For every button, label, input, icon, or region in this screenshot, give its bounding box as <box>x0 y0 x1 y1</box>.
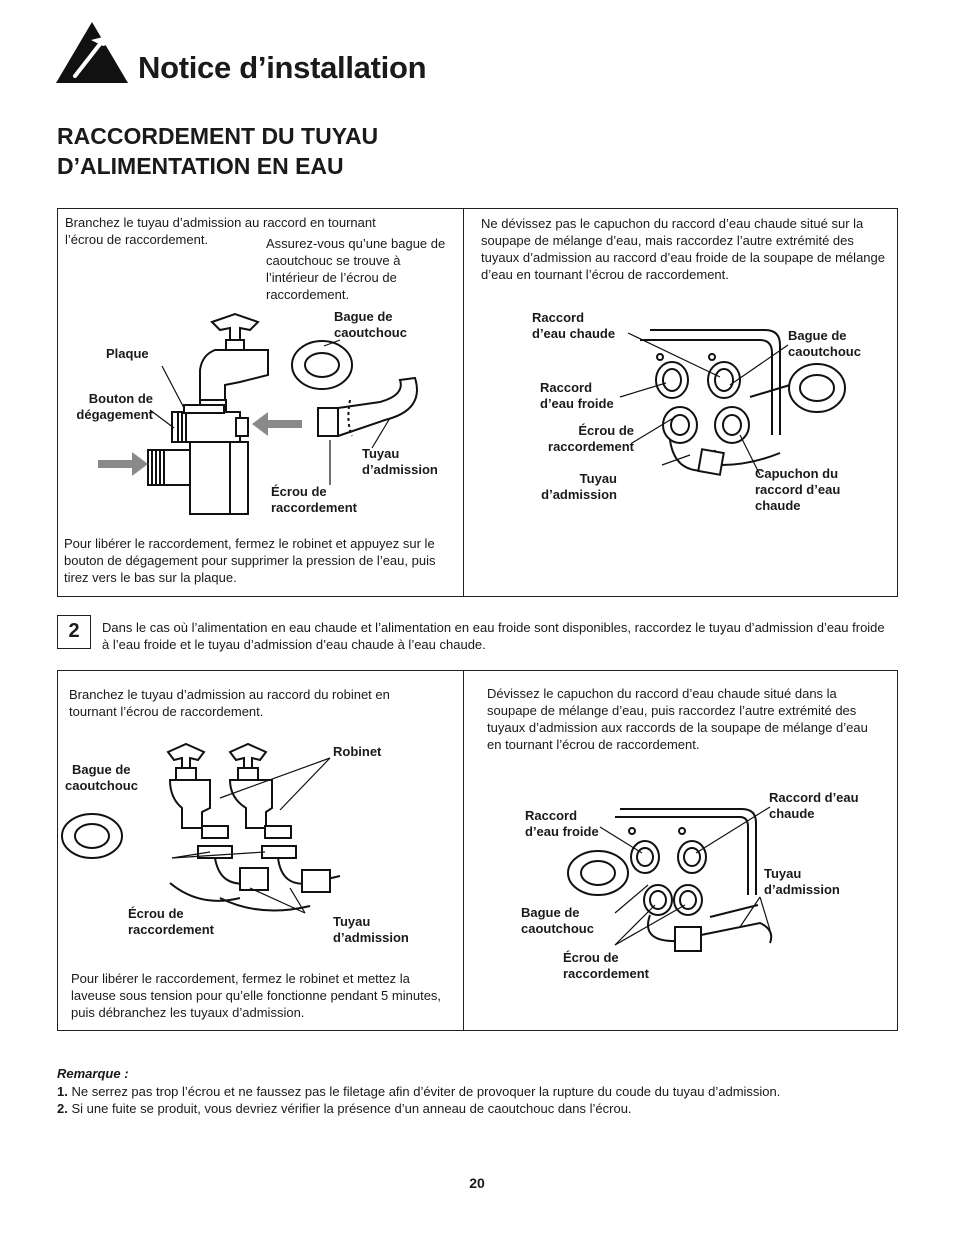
label-plaque: Plaque <box>106 346 149 361</box>
label-robinet: Robinet <box>333 744 382 759</box>
step-number: 2 <box>57 615 91 649</box>
label-bague-caoutchouc-2: Bague de caoutchouc <box>788 328 861 359</box>
faucet-adapter-illustration <box>98 312 418 515</box>
remark-item: 2. Si une fuite se produit, vous devriez… <box>57 1101 632 1116</box>
panel-2-divider <box>463 670 464 1031</box>
label-ecrou-raccordement-2: Écrou de raccordement <box>548 423 634 454</box>
label-ecrou-raccordement: Écrou de raccordement <box>271 484 357 515</box>
label-raccord-eau-chaude: Raccord d’eau chaude <box>532 310 616 341</box>
dual-faucet-illustration <box>61 742 341 914</box>
remark-item: 1. Ne serrez pas trop l’écrou et ne faus… <box>57 1084 781 1099</box>
label-capuchon: Capuchon du raccord d’eau chaude <box>755 466 841 513</box>
panel2-left-intro: Branchez le tuyau d’admission au raccord… <box>69 687 390 719</box>
mixing-valve-illustration-2 <box>567 806 773 952</box>
step-2-text: Dans le cas où l’alimentation en eau cha… <box>102 620 885 652</box>
label-tuyau-admission-3: Tuyau d’admission <box>333 914 409 945</box>
page-number: 20 <box>469 1175 485 1191</box>
label-ecrou-raccordement-4: Écrou de raccordement <box>563 950 649 981</box>
label-tuyau-admission-4: Tuyau d’admission <box>764 866 840 897</box>
label-bague-caoutchouc-4: Bague de caoutchouc <box>521 905 594 936</box>
label-ecrou-raccordement-3: Écrou de raccordement <box>128 906 214 937</box>
label-bague-caoutchouc: Bague de caoutchouc <box>334 309 407 340</box>
panel-1 <box>57 208 898 597</box>
label-bouton-degagement: Bouton de dégagement <box>76 391 153 422</box>
label-raccord-eau-froide: Raccord d’eau froide <box>540 380 614 411</box>
hammer-triangle-icon <box>56 22 128 83</box>
mixing-valve-illustration-1 <box>619 329 846 476</box>
panel1-left-note: Assurez-vous qu’une bague de caoutchouc … <box>266 236 446 302</box>
panel1-right-intro: Ne dévissez pas le capuchon du raccord d… <box>481 216 885 282</box>
section-title: RACCORDEMENT DU TUYAU D’ALIMENTATION EN … <box>57 123 379 179</box>
label-tuyau-admission: Tuyau d’admission <box>362 446 438 477</box>
label-tuyau-admission-2: Tuyau d’admission <box>541 471 617 502</box>
panel-2 <box>57 670 898 1031</box>
panel-1-divider <box>463 208 464 597</box>
panel1-left-intro: Branchez le tuyau d’admission au raccord… <box>65 215 376 247</box>
label-raccord-eau-froide-2: Raccord d’eau froide <box>525 808 599 839</box>
panel2-left-footer: Pour libérer le raccordement, fermez le … <box>71 971 442 1020</box>
panel2-right-intro: Dévissez le capuchon du raccord d’eau ch… <box>487 686 868 752</box>
page-title: Notice d’installation <box>138 50 427 85</box>
remarks-title: Remarque : <box>57 1066 129 1081</box>
label-raccord-eau-chaude-2: Raccord d’eau chaude <box>769 790 859 821</box>
label-bague-caoutchouc-3: Bague de caoutchouc <box>65 762 138 793</box>
panel1-left-footer: Pour libérer le raccordement, fermez le … <box>64 536 436 585</box>
